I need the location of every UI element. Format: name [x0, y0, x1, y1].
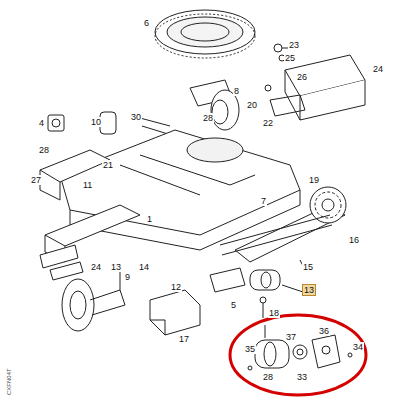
callout-number: 18 [268, 308, 280, 318]
callout-number: 35 [244, 344, 256, 354]
callout-number: 24 [372, 64, 384, 74]
callout-number: 28 [38, 145, 50, 155]
callout-number: 26 [296, 72, 308, 82]
callout-number: 12 [170, 282, 182, 292]
callout-number: 19 [308, 175, 320, 185]
callout-number: 36 [318, 326, 330, 336]
callout-number: 16 [348, 235, 360, 245]
callout-number: 20 [246, 100, 258, 110]
callout-number: 22 [262, 118, 274, 128]
callout-number: 11 [82, 180, 93, 190]
callout-number: 4 [38, 118, 45, 128]
callout-number: 1 [146, 214, 153, 224]
callout-number: 33 [296, 372, 308, 382]
callout-number: 7 [260, 196, 267, 206]
callout-number: 30 [130, 112, 142, 122]
callout-number: 34 [352, 342, 364, 352]
callout-number: 25 [284, 53, 296, 63]
callout-number: 37 [285, 332, 297, 342]
drawing-code: CXFN04T [4, 367, 14, 396]
callout-number: 28 [262, 372, 274, 382]
callout-number: 15 [302, 262, 314, 272]
callout-number: 28 [202, 113, 214, 123]
callout-number: 6 [143, 18, 150, 28]
callout-number: 5 [230, 300, 237, 310]
callout-number: 24 [90, 262, 102, 272]
callout-number: 27 [30, 175, 42, 185]
callout-number: 17 [178, 334, 190, 344]
callout-number: 21 [102, 160, 114, 170]
callout-number: 10 [90, 117, 102, 127]
callout-number: 13 [302, 284, 316, 296]
callout-number: 13 [110, 262, 122, 272]
callout-number: 8 [233, 86, 240, 96]
callout-number: 14 [138, 262, 150, 272]
callout-number: 9 [124, 272, 131, 282]
callout-number: 23 [288, 40, 300, 50]
